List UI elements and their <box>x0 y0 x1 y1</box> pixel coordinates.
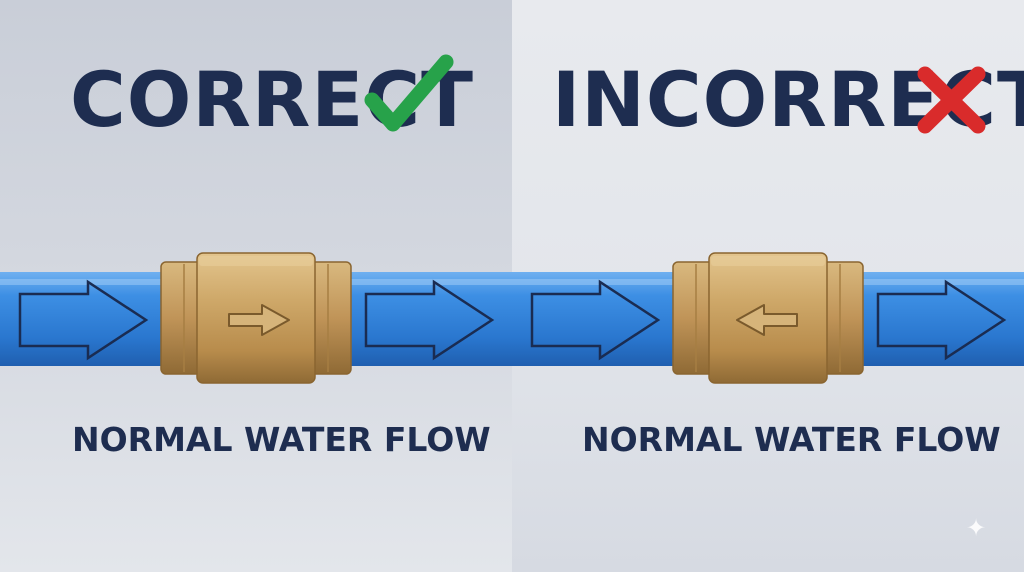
valve-direction-arrow-right <box>228 304 290 336</box>
cross-mark-icon <box>917 66 986 134</box>
correct-flow-caption: NORMAL WATER FLOW <box>72 420 491 459</box>
flow-arrow <box>364 279 495 361</box>
incorrect-flow-caption: NORMAL WATER FLOW <box>582 420 1001 459</box>
valve-direction-arrow-left <box>736 304 798 336</box>
flow-arrow <box>876 279 1007 361</box>
check-valve-correct <box>160 252 352 384</box>
flow-arrow <box>530 279 661 361</box>
check-mark-icon <box>364 54 454 132</box>
flow-arrow <box>18 279 149 361</box>
water-pipe <box>0 272 1024 366</box>
check-valve-incorrect <box>672 252 864 384</box>
sparkle-icon: ✦ <box>966 514 987 542</box>
